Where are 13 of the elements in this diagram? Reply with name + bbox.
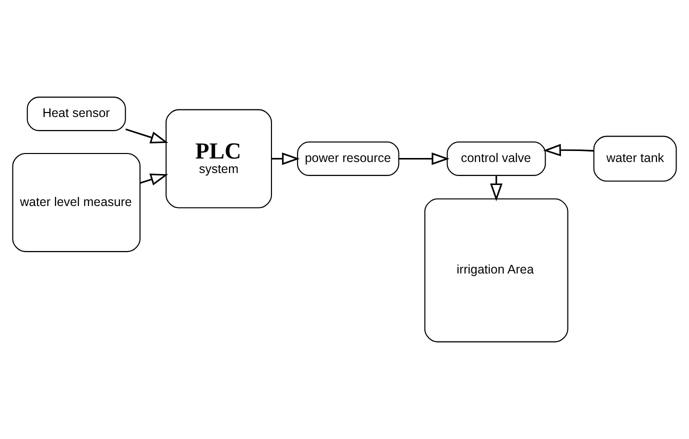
node-box: Heat sensor [26, 96, 126, 132]
arrow [543, 144, 594, 156]
node-box: water level measure [12, 152, 141, 252]
node-box: PLC system [166, 109, 272, 208]
node-box: water tank [593, 136, 677, 182]
node-box: control valve [446, 142, 546, 176]
arrow [272, 152, 300, 165]
arrow [490, 176, 503, 202]
arrow [140, 174, 168, 186]
arrow [125, 128, 168, 144]
node-box: power resource [297, 142, 400, 176]
node-box: irrigation Area [424, 198, 568, 342]
arrow [399, 152, 450, 165]
